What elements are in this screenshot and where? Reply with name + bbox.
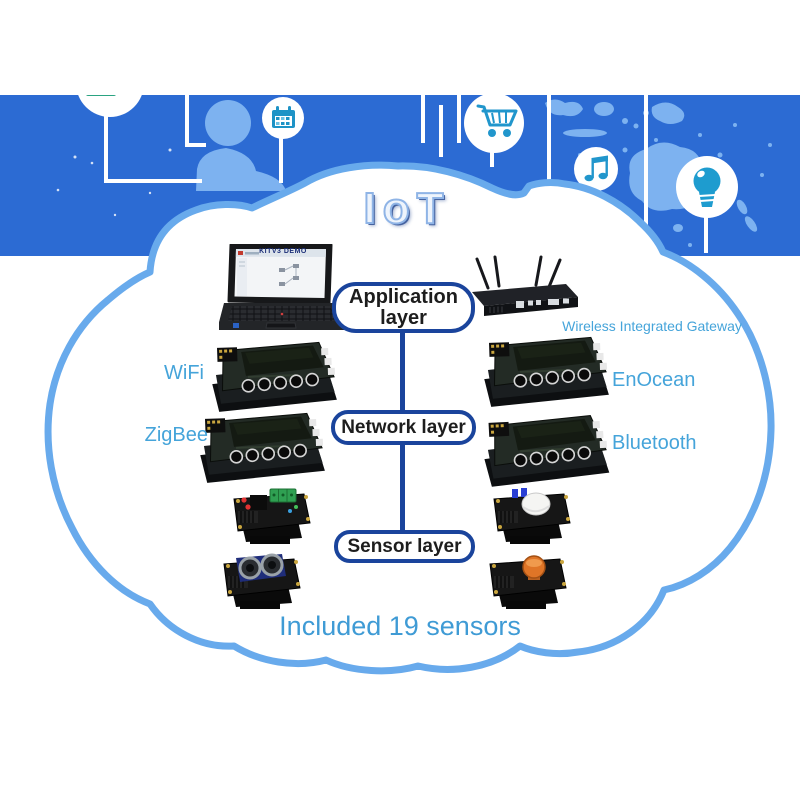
music-icon xyxy=(574,147,618,191)
chart-icon xyxy=(78,95,142,117)
enocean-label: EnOcean xyxy=(612,369,696,391)
laptop xyxy=(217,243,349,341)
gas-sensor-board xyxy=(482,550,572,617)
network-layer-box: Network layer xyxy=(331,410,476,445)
gateway-label: Wireless Integrated Gateway xyxy=(562,318,742,334)
application-layer-label-line2: layer xyxy=(380,306,427,329)
application-layer-label-line1: Application xyxy=(349,285,458,308)
laptop-screen-title: KITV3 DEMO xyxy=(259,248,307,255)
wifi-label: WiFi xyxy=(164,362,204,384)
wifi-board xyxy=(201,336,344,416)
sensor-layer-box: Sensor layer xyxy=(334,530,475,563)
application-layer-box: Application layer xyxy=(332,282,475,333)
gateway-antennas xyxy=(475,255,562,290)
cart-icon xyxy=(464,95,524,153)
pir-motion-sensor-board xyxy=(486,485,576,552)
zigbee-board xyxy=(189,407,332,487)
sensor-layer-label: Sensor layer xyxy=(347,535,462,557)
bluetooth-label: Bluetooth xyxy=(612,432,697,454)
bluetooth-board xyxy=(472,408,616,490)
relay-sensor-board xyxy=(226,485,316,552)
enocean-board xyxy=(473,331,616,411)
zigbee-label: ZigBee xyxy=(144,424,208,446)
footer-caption: Included 19 sensors xyxy=(279,611,521,641)
iot-title: IoT xyxy=(363,183,451,234)
ultrasonic-sensor-board xyxy=(216,550,306,617)
network-layer-label: Network layer xyxy=(341,416,466,438)
bulb-icon xyxy=(676,156,738,218)
wireless-gateway xyxy=(464,252,584,327)
calendar-icon xyxy=(262,97,304,139)
